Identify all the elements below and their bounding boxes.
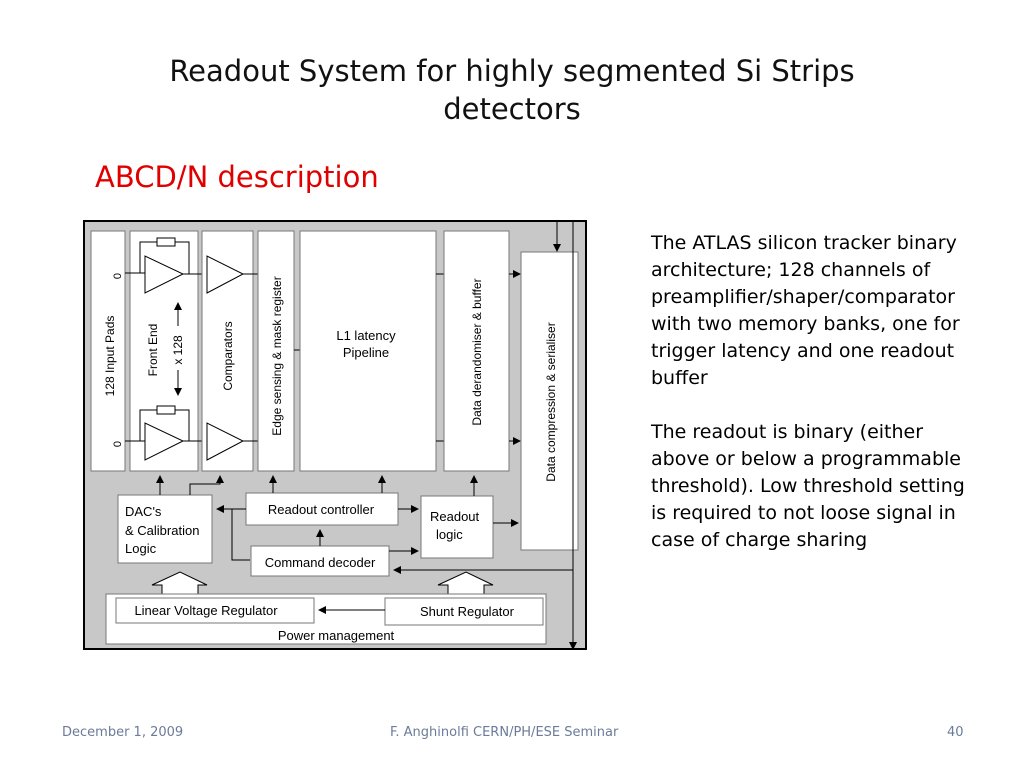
dacs-to-comparators <box>189 475 224 495</box>
linear-regulator-label: Linear Voltage Regulator <box>134 603 278 618</box>
power-arrow-left <box>151 571 208 595</box>
footer-date: December 1, 2009 <box>62 725 184 740</box>
description-paragraph-2: The readout is binary (either above or b… <box>651 421 965 551</box>
front-end-label: Front End <box>146 324 160 377</box>
description-paragraph-1: The ATLAS silicon tracker binary archite… <box>651 232 960 389</box>
compression-label: Data compression & serialiser <box>544 322 558 481</box>
readout-logic-label-2: logic <box>436 527 463 542</box>
derandomiser-label: Data derandomiser & buffer <box>470 278 484 425</box>
pad-index-top: 0 <box>112 273 124 279</box>
comparator-top <box>206 255 245 294</box>
l1-pipeline-block <box>299 230 437 472</box>
input-pads-block <box>90 230 126 472</box>
dacs-link <box>231 509 250 561</box>
readout-controller-block <box>245 492 399 526</box>
l1-pipeline-label-2: Pipeline <box>343 345 389 360</box>
slide-subtitle: ABCD/N description <box>95 160 379 194</box>
input-pads-label: 128 Input Pads <box>103 316 117 397</box>
front-end-count: x 128 <box>171 335 185 365</box>
readout-controller-label: Readout controller <box>268 502 375 517</box>
pad-index-bottom: 0 <box>112 441 124 447</box>
comparators-label: Comparators <box>221 321 235 390</box>
command-decoder-block <box>250 545 390 577</box>
readout-logic-block <box>420 495 494 559</box>
footer-page-number: 40 <box>947 725 964 740</box>
dacs-label-3: Logic <box>125 541 157 556</box>
edge-sensing-label: Edge sensing & mask register <box>270 276 284 435</box>
dacs-block <box>117 494 213 564</box>
front-end-amplifier-top <box>125 237 207 294</box>
slide-title: Readout System for highly segmented Si S… <box>169 54 855 126</box>
linear-regulator-block <box>115 597 315 624</box>
l1-pipeline-label-1: L1 latency <box>336 328 396 343</box>
dacs-label-2: & Calibration <box>125 523 199 538</box>
edge-sensing-block <box>257 230 295 472</box>
footer-center: F. Anghinolfi CERN/PH/ESE Seminar <box>390 725 619 740</box>
power-management-label: Power management <box>278 628 395 643</box>
power-arrow-right <box>437 571 494 595</box>
readout-logic-label-1: Readout <box>430 509 480 524</box>
shunt-regulator-label: Shunt Regulator <box>420 604 515 619</box>
derandomiser-block <box>443 230 510 472</box>
comparator-bottom <box>206 422 245 461</box>
dacs-label-1: DAC's <box>125 504 162 519</box>
command-decoder-label: Command decoder <box>265 555 376 570</box>
description-text: The ATLAS silicon tracker binary archite… <box>651 230 976 554</box>
shunt-regulator-block <box>384 597 544 626</box>
compression-block <box>520 251 579 551</box>
